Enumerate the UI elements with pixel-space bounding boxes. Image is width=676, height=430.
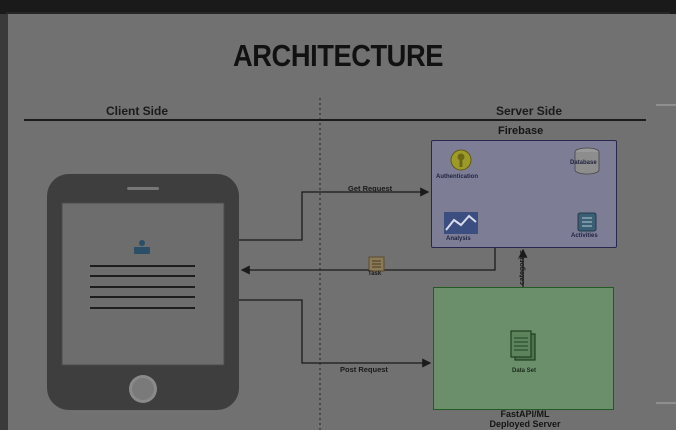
activities-label: Activities [571,233,598,239]
ml-server-title-line1: FastAPI/ML [500,409,550,419]
get-request-label: Get Request [348,184,393,193]
activities-icon [577,212,597,232]
firebase-title: Firebase [498,125,544,137]
analysis-icon [444,212,478,234]
authentication-icon [450,149,472,171]
firebase-icons [444,147,600,234]
diagram-title: ARCHITECTURE [233,38,443,73]
task-label: Task [368,271,382,277]
ml-server-title-line2: Deployed Server [489,419,561,429]
top-band [0,0,676,14]
ml-server-title: FastAPI/ML Deployed Server [470,409,580,429]
database-label: Database [570,160,597,166]
right-edge-stub [656,402,676,404]
task-return-arrow [240,246,496,275]
client-side-label: Client Side [106,104,169,118]
data-set-label: Data Set [512,368,537,374]
server-side-label: Server Side [496,104,563,118]
top-divider [6,12,670,14]
authentication-label: Authentication [436,174,478,180]
data-set-icon [510,330,536,361]
post-request-label: Post Request [340,365,388,374]
section-divider-line [24,119,646,121]
analysis-label: Analysis [446,236,471,242]
task-icon [368,256,385,272]
phone-icon [47,174,239,410]
post-request-arrow [239,299,432,368]
right-edge-stub [656,104,676,106]
database-icon [574,147,600,175]
categories-label: categories [519,249,526,285]
left-border [0,14,8,430]
get-request-arrow [239,187,430,241]
